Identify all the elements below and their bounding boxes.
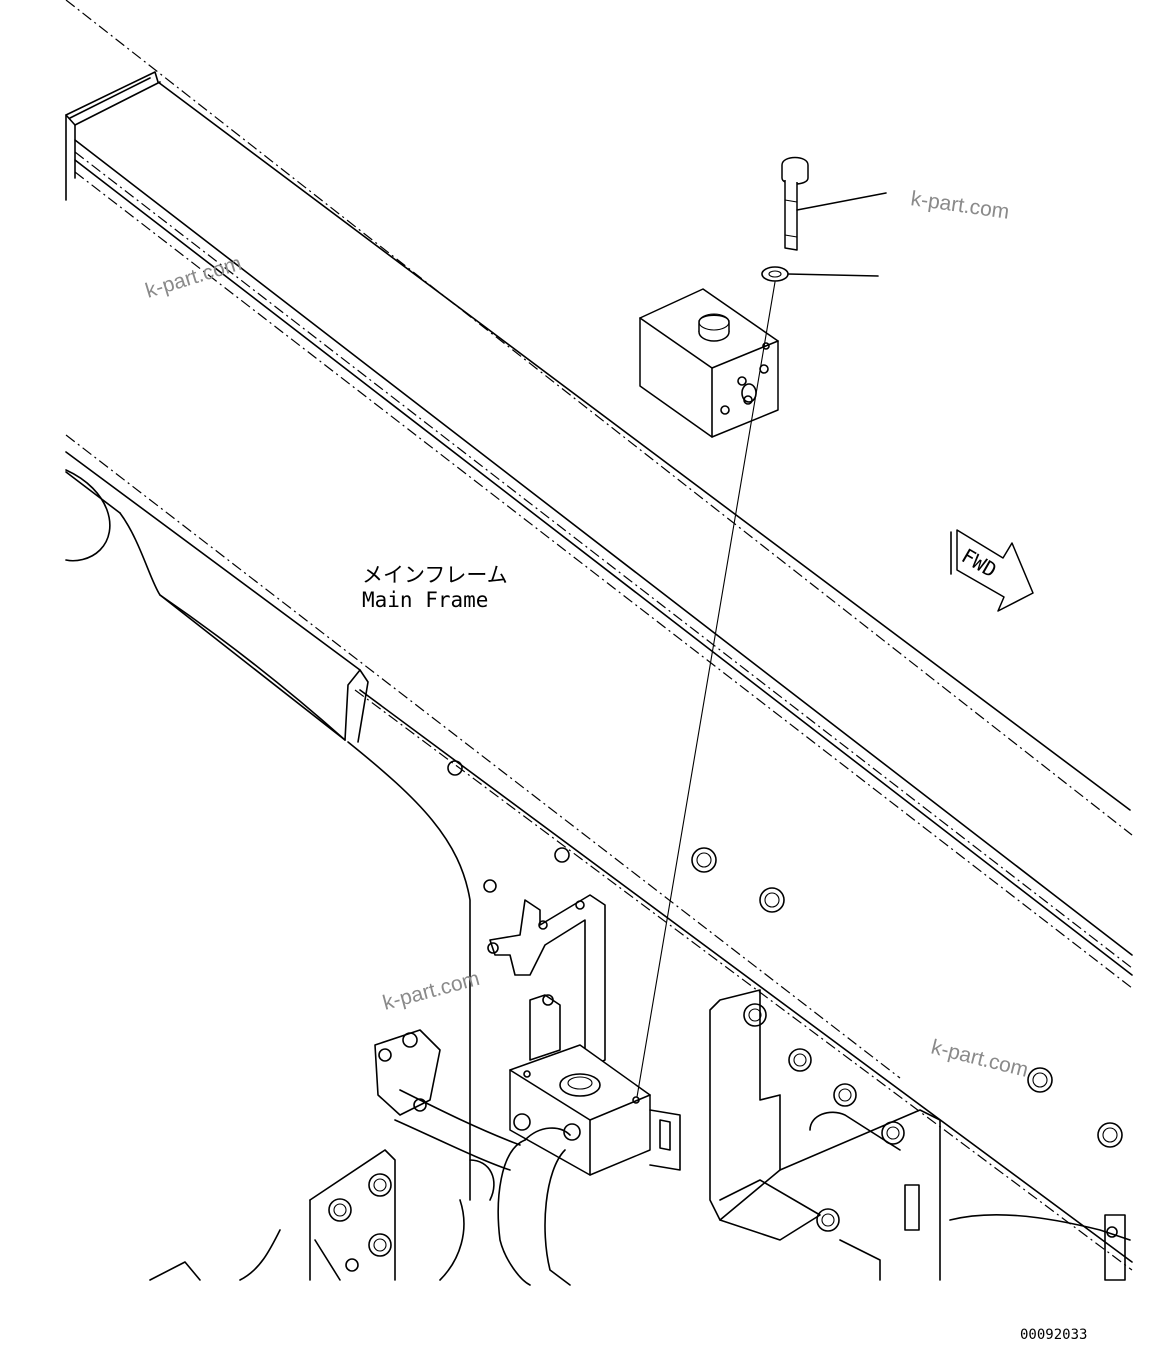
bolt-head-icon xyxy=(368,1173,392,1197)
bolt-head-icon xyxy=(1097,1122,1123,1148)
frame-bolts xyxy=(691,847,1123,1232)
drawing-reference-number: 00092033 xyxy=(1020,1327,1087,1343)
frame-label-en: Main Frame xyxy=(362,588,488,612)
watermark: k-part.com xyxy=(380,967,482,1015)
exploded-valve-block xyxy=(639,288,779,438)
hydraulic-pipe xyxy=(374,1029,581,1286)
lower-left-mount xyxy=(149,1149,396,1281)
bolt-head-icon xyxy=(759,887,785,913)
bolt-head-icon xyxy=(328,1198,352,1222)
valve-block-installed xyxy=(509,1044,681,1176)
watermark: k-part.com xyxy=(143,252,245,303)
exploded-bolt xyxy=(781,156,887,251)
bolt-head-icon xyxy=(816,1208,840,1232)
mount-bracket xyxy=(709,989,1131,1281)
bolt-head-icon xyxy=(1027,1067,1053,1093)
watermark: k-part.com xyxy=(909,187,1010,224)
main-frame-beam xyxy=(65,0,1133,989)
bolt-head-icon xyxy=(833,1083,857,1107)
exploded-washer xyxy=(761,266,879,282)
bolt-head-icon xyxy=(691,847,717,873)
assembly-leader-line xyxy=(636,281,776,1098)
bolt-head-icon xyxy=(743,1003,767,1027)
fwd-arrow-icon: FWD xyxy=(950,529,1034,612)
frame-label-jp: メインフレーム xyxy=(362,563,508,587)
watermark: k-part.com xyxy=(929,1036,1031,1082)
lower-frame xyxy=(65,434,1133,1281)
bolt-head-icon xyxy=(368,1233,392,1257)
support-bracket xyxy=(487,894,606,1071)
bolt-head-icon xyxy=(788,1048,812,1072)
